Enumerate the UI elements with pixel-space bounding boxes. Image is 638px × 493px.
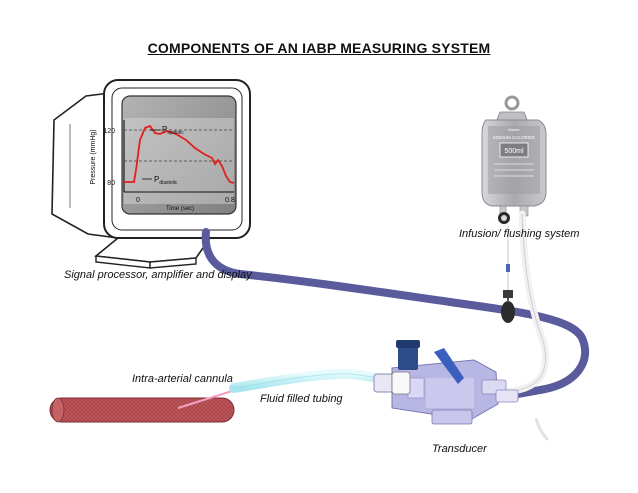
y-tick-80: 80 <box>107 180 115 187</box>
fluid-tubing <box>229 368 383 393</box>
diagram-title: COMPONENTS OF AN IABP MEASURING SYSTEM <box>147 40 491 56</box>
bag-volume: 500ml <box>504 148 524 155</box>
monitor-label: Signal processor, amplifier and display <box>64 269 252 281</box>
infusion-bag: Baxter SODIUM CHLORIDE 500ml <box>481 95 547 224</box>
tubing-label: Fluid filled tubing <box>260 393 343 405</box>
bag-brand: Baxter <box>508 127 520 132</box>
y-tick-120: 120 <box>103 128 115 135</box>
transducer <box>373 340 519 425</box>
x-tick-08: 0.8 <box>225 197 235 204</box>
infusion-label: Infusion/ flushing system <box>459 228 580 240</box>
bag-product: SODIUM CHLORIDE <box>493 135 536 140</box>
transducer-label: Transducer <box>432 443 487 455</box>
monitor: 120 80 0 0.8 Time (sec) Pressure (mmHg) … <box>51 79 251 269</box>
pressure-waveform <box>124 124 235 184</box>
flush-line <box>492 210 549 396</box>
p-systolic-label: Psystolic <box>162 125 184 136</box>
x-tick-0: 0 <box>136 197 140 204</box>
cannula-label: Intra-arterial cannula <box>132 373 233 385</box>
y-axis-label: Pressure (mmHg) <box>90 129 97 184</box>
x-axis-label: Time (sec) <box>166 206 194 212</box>
arterial-cannula <box>49 385 249 423</box>
drip-fitting <box>501 226 515 323</box>
p-diastolic-label: Pdiastolic <box>154 175 178 186</box>
